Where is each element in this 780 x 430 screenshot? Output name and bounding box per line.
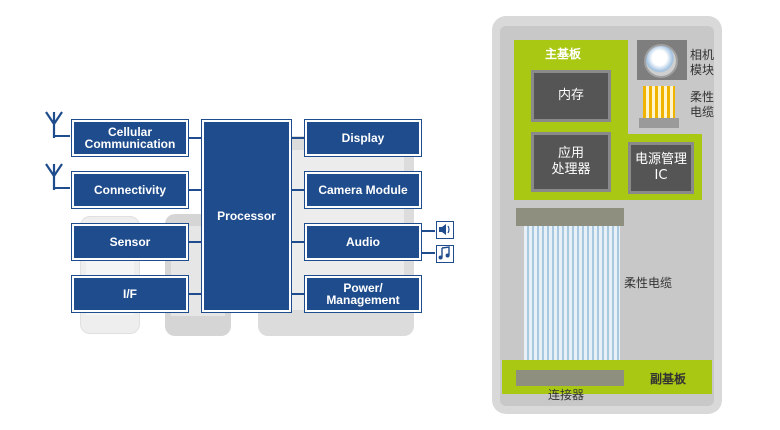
main-board-label: 主基板 — [545, 47, 582, 61]
flex-cable-label: 柔性电缆 — [624, 276, 673, 290]
camera-flex-cable — [643, 86, 675, 120]
power-management-block: Power/ Management — [304, 275, 422, 313]
speaker-icon — [436, 221, 454, 239]
connector-label: 连接器 — [548, 388, 585, 402]
application-processor-chip: 应用 处理器 — [531, 132, 611, 192]
connector — [516, 370, 624, 386]
camera-flex-connector — [639, 118, 679, 128]
flex-cable-small-label: 柔性 电缆 — [690, 90, 715, 119]
camera-module-label: 相机 模块 — [690, 48, 715, 77]
connectivity-block: Connectivity — [71, 171, 189, 209]
processor-block: Processor — [201, 119, 292, 313]
flex-cable — [524, 226, 620, 372]
camera-lens-icon — [644, 44, 678, 78]
camera-module-block: Camera Module — [304, 171, 422, 209]
audio-block: Audio — [304, 223, 422, 261]
memory-chip: 内存 — [531, 70, 611, 122]
music-note-icon — [436, 245, 454, 263]
flex-cable-top-connector — [516, 208, 624, 226]
antenna-icon — [45, 111, 70, 138]
power-management-ic-chip: 电源管理 IC — [628, 142, 694, 194]
antenna-icon — [45, 163, 70, 190]
cellular-communication-block: Cellular Communication — [71, 119, 189, 157]
sub-board-label: 副基板 — [650, 372, 687, 386]
sensor-block: Sensor — [71, 223, 189, 261]
display-block: Display — [304, 119, 422, 157]
interface-block: I/F — [71, 275, 189, 313]
